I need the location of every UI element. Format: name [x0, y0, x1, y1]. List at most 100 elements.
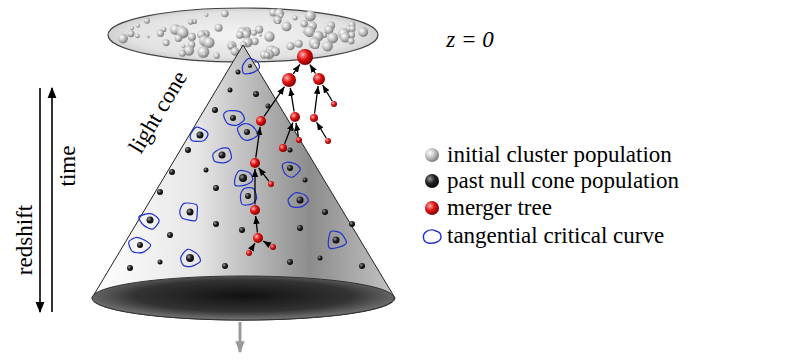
- merger-arrow: [264, 87, 284, 117]
- black-sphere: [167, 232, 173, 238]
- grey-sphere: [264, 31, 274, 41]
- cone-base: [92, 276, 394, 320]
- black-sphere: [230, 115, 236, 121]
- grey-sphere: [118, 34, 128, 44]
- black-sphere: [303, 178, 308, 183]
- grey-sphere: [313, 43, 319, 49]
- legend-text: initial cluster population: [447, 142, 672, 167]
- axis-label: time: [55, 146, 80, 187]
- legend-text: past null cone population: [447, 168, 679, 193]
- black-sphere: [297, 197, 304, 204]
- cone-label: light cone: [124, 66, 193, 157]
- black-sphere: [157, 189, 163, 195]
- red-sphere: [290, 112, 300, 122]
- red-sphere: [250, 205, 260, 215]
- black-sphere: [137, 242, 143, 248]
- black-sphere: [333, 237, 340, 244]
- critical-curve: [288, 193, 308, 208]
- merger-arrow: [315, 86, 319, 114]
- light-cone: [92, 45, 395, 320]
- merger-arrow: [323, 85, 333, 101]
- grey-sphere: [264, 52, 270, 58]
- critical-curve: [242, 58, 259, 74]
- grey-sphere: [215, 24, 223, 32]
- red-sphere: [256, 116, 266, 126]
- legend-grey-sphere: [425, 148, 439, 162]
- red-sphere: [270, 244, 276, 250]
- merger-arrow: [296, 123, 298, 137]
- merger-arrow: [256, 127, 260, 158]
- grey-sphere: [147, 35, 150, 38]
- grey-sphere: [144, 18, 150, 24]
- red-sphere: [268, 181, 274, 187]
- legend-text: tangential critical curve: [447, 223, 664, 248]
- black-sphere: [169, 169, 175, 175]
- red-sphere: [250, 158, 260, 168]
- black-sphere: [287, 259, 293, 265]
- black-sphere: [322, 209, 328, 215]
- black-sphere: [204, 168, 209, 173]
- grey-sphere: [130, 26, 134, 30]
- grey-sphere: [179, 50, 186, 57]
- redshift-value: z = 0: [446, 27, 493, 52]
- red-sphere: [310, 114, 318, 122]
- black-sphere: [187, 209, 194, 216]
- grey-sphere: [276, 20, 280, 24]
- black-sphere: [287, 165, 293, 171]
- grey-sphere: [259, 33, 262, 36]
- grey-sphere: [322, 41, 333, 52]
- redshift-arrow: [39, 88, 41, 312]
- black-sphere: [185, 147, 191, 153]
- red-sphere: [279, 144, 287, 152]
- grey-sphere: [349, 26, 355, 32]
- merger-arrow: [263, 241, 270, 245]
- merger-arrow: [293, 64, 300, 73]
- legend-black-sphere: [425, 174, 439, 188]
- grey-sphere: [358, 27, 368, 37]
- grey-sphere: [348, 38, 355, 45]
- black-sphere: [253, 91, 259, 97]
- black-sphere: [239, 227, 245, 233]
- red-sphere: [325, 138, 331, 144]
- black-sphere: [197, 132, 204, 139]
- grey-sphere: [282, 22, 292, 32]
- grey-sphere: [203, 53, 206, 56]
- black-sphere: [186, 254, 194, 262]
- black-sphere: [359, 263, 365, 269]
- critical-curve: [180, 203, 198, 221]
- grey-sphere: [197, 46, 209, 58]
- critical-curve: [190, 127, 208, 141]
- merger-arrow: [310, 65, 316, 74]
- black-sphere: [318, 256, 323, 261]
- axis-label: redshift: [12, 205, 37, 275]
- black-sphere: [239, 174, 247, 182]
- grey-sphere: [188, 33, 196, 41]
- red-sphere: [331, 101, 337, 107]
- merger-arrow: [317, 122, 327, 138]
- legend-text: merger tree: [447, 195, 552, 220]
- black-sphere: [127, 265, 133, 271]
- black-sphere: [213, 185, 219, 191]
- grey-sphere: [274, 16, 282, 24]
- critical-curve: [129, 237, 151, 252]
- black-sphere: [222, 263, 228, 269]
- red-sphere: [253, 233, 263, 243]
- grey-sphere: [295, 40, 303, 48]
- critical-curve: [240, 188, 256, 205]
- red-sphere: [297, 49, 313, 65]
- merger-arrow: [251, 243, 255, 250]
- critical-curve: [224, 111, 245, 126]
- time-arrow: [51, 88, 53, 312]
- black-sphere: [236, 70, 241, 75]
- grey-sphere: [214, 53, 220, 59]
- black-sphere: [213, 221, 219, 227]
- black-sphere: [228, 88, 233, 93]
- grey-sphere: [128, 30, 135, 37]
- merger-arrow: [259, 168, 269, 181]
- black-sphere: [297, 225, 303, 231]
- grey-sphere: [221, 10, 228, 17]
- merger-arrow: [285, 123, 293, 144]
- merger-tree: [246, 49, 337, 256]
- red-sphere: [296, 137, 302, 143]
